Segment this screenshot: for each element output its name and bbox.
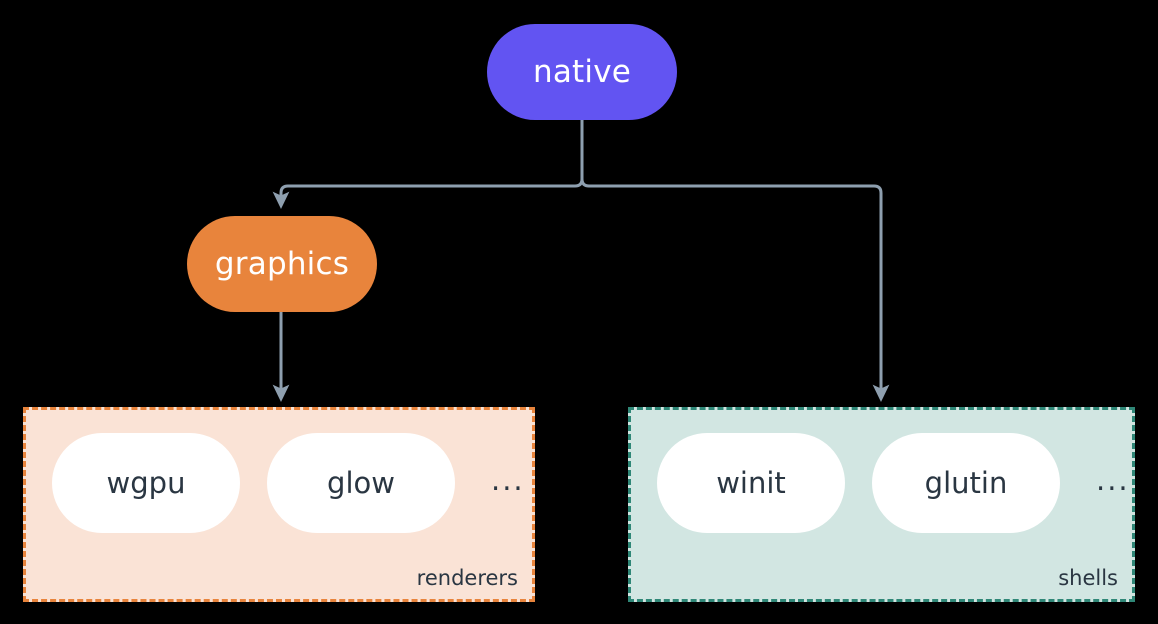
group-shells: winit glutin ... shells: [628, 407, 1135, 602]
group-renderers-caption: renderers: [416, 565, 518, 590]
renderers-overflow-ellipsis: ...: [491, 462, 525, 497]
edge-native-to-shells: [580, 172, 890, 402]
shells-overflow-ellipsis: ...: [1096, 462, 1130, 497]
pill-glutin[interactable]: glutin: [872, 433, 1060, 533]
pill-wgpu[interactable]: wgpu: [52, 433, 240, 533]
pill-wgpu-label: wgpu: [106, 466, 186, 500]
group-shells-caption: shells: [1058, 565, 1118, 590]
renderers-item-row: wgpu glow ...: [26, 433, 532, 533]
node-native-label: native: [532, 53, 632, 90]
node-native[interactable]: native: [487, 24, 677, 120]
edge-native-to-graphics: [272, 172, 584, 209]
shells-item-row: winit glutin ...: [631, 433, 1132, 533]
pill-glutin-label: glutin: [924, 466, 1008, 500]
pill-glow-label: glow: [327, 466, 395, 500]
node-graphics[interactable]: graphics: [187, 216, 377, 312]
pill-winit[interactable]: winit: [657, 433, 845, 533]
group-renderers: wgpu glow ... renderers: [23, 407, 535, 602]
pill-glow[interactable]: glow: [267, 433, 455, 533]
pill-winit-label: winit: [716, 466, 786, 500]
node-graphics-label: graphics: [214, 245, 350, 282]
